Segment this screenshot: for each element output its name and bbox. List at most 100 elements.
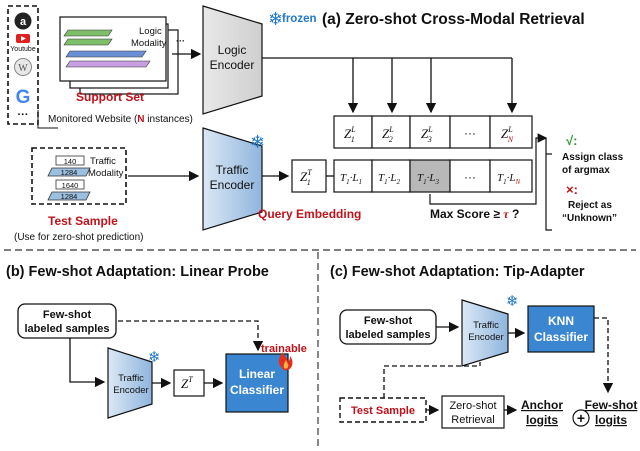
c-traffic-encoder <box>461 299 509 367</box>
support-set-label: Support Set <box>76 90 144 104</box>
traffic-modality-label-1: Traffic <box>90 156 116 167</box>
logic-encoder <box>202 5 263 115</box>
test-sample-label: Test Sample <box>48 214 118 228</box>
c-fewshot-label-2: labeled samples <box>346 329 431 341</box>
c-arrow-knn-to-fewshot-logits <box>594 317 614 394</box>
b-encoder-label-2: Encoder <box>113 385 148 396</box>
accept-label-1: Assign class <box>562 152 624 163</box>
b-traffic-encoder <box>107 347 153 419</box>
c-anchor-logits-label-2: logits <box>526 413 558 427</box>
fire-icon <box>278 352 293 371</box>
logic-modality-label-1: Logic <box>139 26 162 37</box>
traffic-encoder <box>202 127 263 231</box>
amazon-icon: a <box>14 12 32 30</box>
score-cell-ellipsis: ··· <box>464 170 476 184</box>
c-encoder-label-1: Traffic <box>473 320 499 331</box>
youtube-icon: Youtube <box>10 34 36 53</box>
svg-text:a: a <box>20 16 27 28</box>
z-cell-ellipsis: ··· <box>464 126 476 140</box>
svg-text:Youtube: Youtube <box>10 46 36 53</box>
logic-output-arrows <box>262 57 518 114</box>
decision-bracket <box>545 138 552 231</box>
score-row <box>333 159 533 193</box>
panel-b-title: (b) Few-shot Adaptation: Linear Probe <box>6 264 269 280</box>
traffic-bars <box>47 155 91 201</box>
score-cell-1: T1·L1 <box>340 172 362 186</box>
icons-ellipsis: ··· <box>18 109 29 121</box>
snowflake-icon: ❄ <box>250 132 265 153</box>
snowflake-icon: ❄ <box>148 348 161 366</box>
b-zt-box <box>173 369 205 397</box>
support-doc-1 <box>59 16 167 82</box>
snowflake-icon: ❄ <box>506 292 519 310</box>
c-encoder-label-2: Encoder <box>468 332 503 343</box>
c-knn-classifier <box>527 305 595 353</box>
b-fewshot-label-2: labeled samples <box>25 323 110 335</box>
reject-label-1: Reject as <box>568 200 612 211</box>
wikipedia-icon: W <box>14 58 32 76</box>
c-zeroshot-box <box>441 395 505 429</box>
b-encoder-label-1: Traffic <box>118 373 144 384</box>
max-score-label: Max Score ≥ τ ? <box>430 207 519 221</box>
query-embedding-label: Query Embedding <box>258 207 361 221</box>
svg-text:G: G <box>16 87 31 108</box>
c-zeroshot-label-2: Retrieval <box>451 414 494 426</box>
b-linear-classifier <box>225 353 289 413</box>
traffic-modality-label-2: Modality <box>88 168 124 179</box>
snowflake-icon: ❄ <box>268 9 283 30</box>
b-fewshot-box <box>17 303 117 339</box>
monitored-website-label: Monitored Website (N instances) <box>48 114 193 125</box>
monitored-bracket <box>37 110 58 129</box>
c-test-sample-label: Test Sample <box>351 405 415 417</box>
max-score-bracket <box>429 133 548 205</box>
logic-modality-label-2: Modality <box>131 38 167 49</box>
b-linear-label-1: Linear <box>239 367 275 381</box>
logic-encoder-label-1: Logic <box>218 43 247 57</box>
score-cell-n: T1·LN <box>497 172 521 186</box>
svg-text:❄: ❄ <box>268 9 283 30</box>
c-fewshot-label-1: Few-shot <box>364 315 413 327</box>
traffic-encoder-label-2: Encoder <box>210 178 255 192</box>
c-plus-sign: + <box>577 410 585 426</box>
c-arrow-test-to-encoder <box>383 362 481 406</box>
c-knn-label-2: Classifier <box>534 330 588 344</box>
google-icon: G <box>16 87 31 108</box>
frozen-label: frozen <box>282 13 317 25</box>
reject-cross-icon: ×: <box>566 182 578 197</box>
support-ellipsis: ··· <box>176 36 185 46</box>
traffic-value-1: 140 <box>64 157 77 166</box>
b-arrow-fewshot-to-encoder <box>69 338 106 388</box>
b-zt-label: ZT <box>181 375 193 391</box>
accept-label-2: of argmax <box>562 165 610 176</box>
svg-text:W: W <box>18 63 28 74</box>
b-fewshot-label-1: Few-shot <box>43 309 92 321</box>
c-fewshot-logits-label-2: logits <box>595 413 627 427</box>
score-cell-3: T1·L3 <box>417 172 440 186</box>
score-cell-2: T1·L2 <box>378 172 401 186</box>
b-arrow-labels-to-classifier <box>118 320 264 352</box>
b-trainable-label: trainable <box>261 343 307 355</box>
panel-a-title: (a) Zero-shot Cross-Modal Retrieval <box>322 11 585 28</box>
traffic-value-4: 1284 <box>61 192 78 201</box>
c-knn-label-1: KNN <box>548 314 574 328</box>
traffic-value-3: 1640 <box>62 181 79 190</box>
accept-check-icon: √: <box>566 133 577 148</box>
logic-modality-bars <box>63 29 151 68</box>
logic-encoder-label-2: Encoder <box>210 58 255 72</box>
c-anchor-logits-label-1: Anchor <box>521 398 563 412</box>
reject-label-2: “Unknown” <box>562 213 617 224</box>
traffic-value-2: 1284 <box>61 168 78 177</box>
z-logic-row <box>333 115 533 149</box>
website-icons-box <box>7 5 39 125</box>
traffic-encoder-label-1: Traffic <box>216 163 249 177</box>
c-fewshot-logits-label-1: Few-shot <box>585 398 638 412</box>
c-zeroshot-label-1: Zero-shot <box>449 400 496 412</box>
b-linear-label-2: Classifier <box>230 383 284 397</box>
panel-c-title: (c) Few-shot Adaptation: Tip-Adapter <box>330 264 585 280</box>
